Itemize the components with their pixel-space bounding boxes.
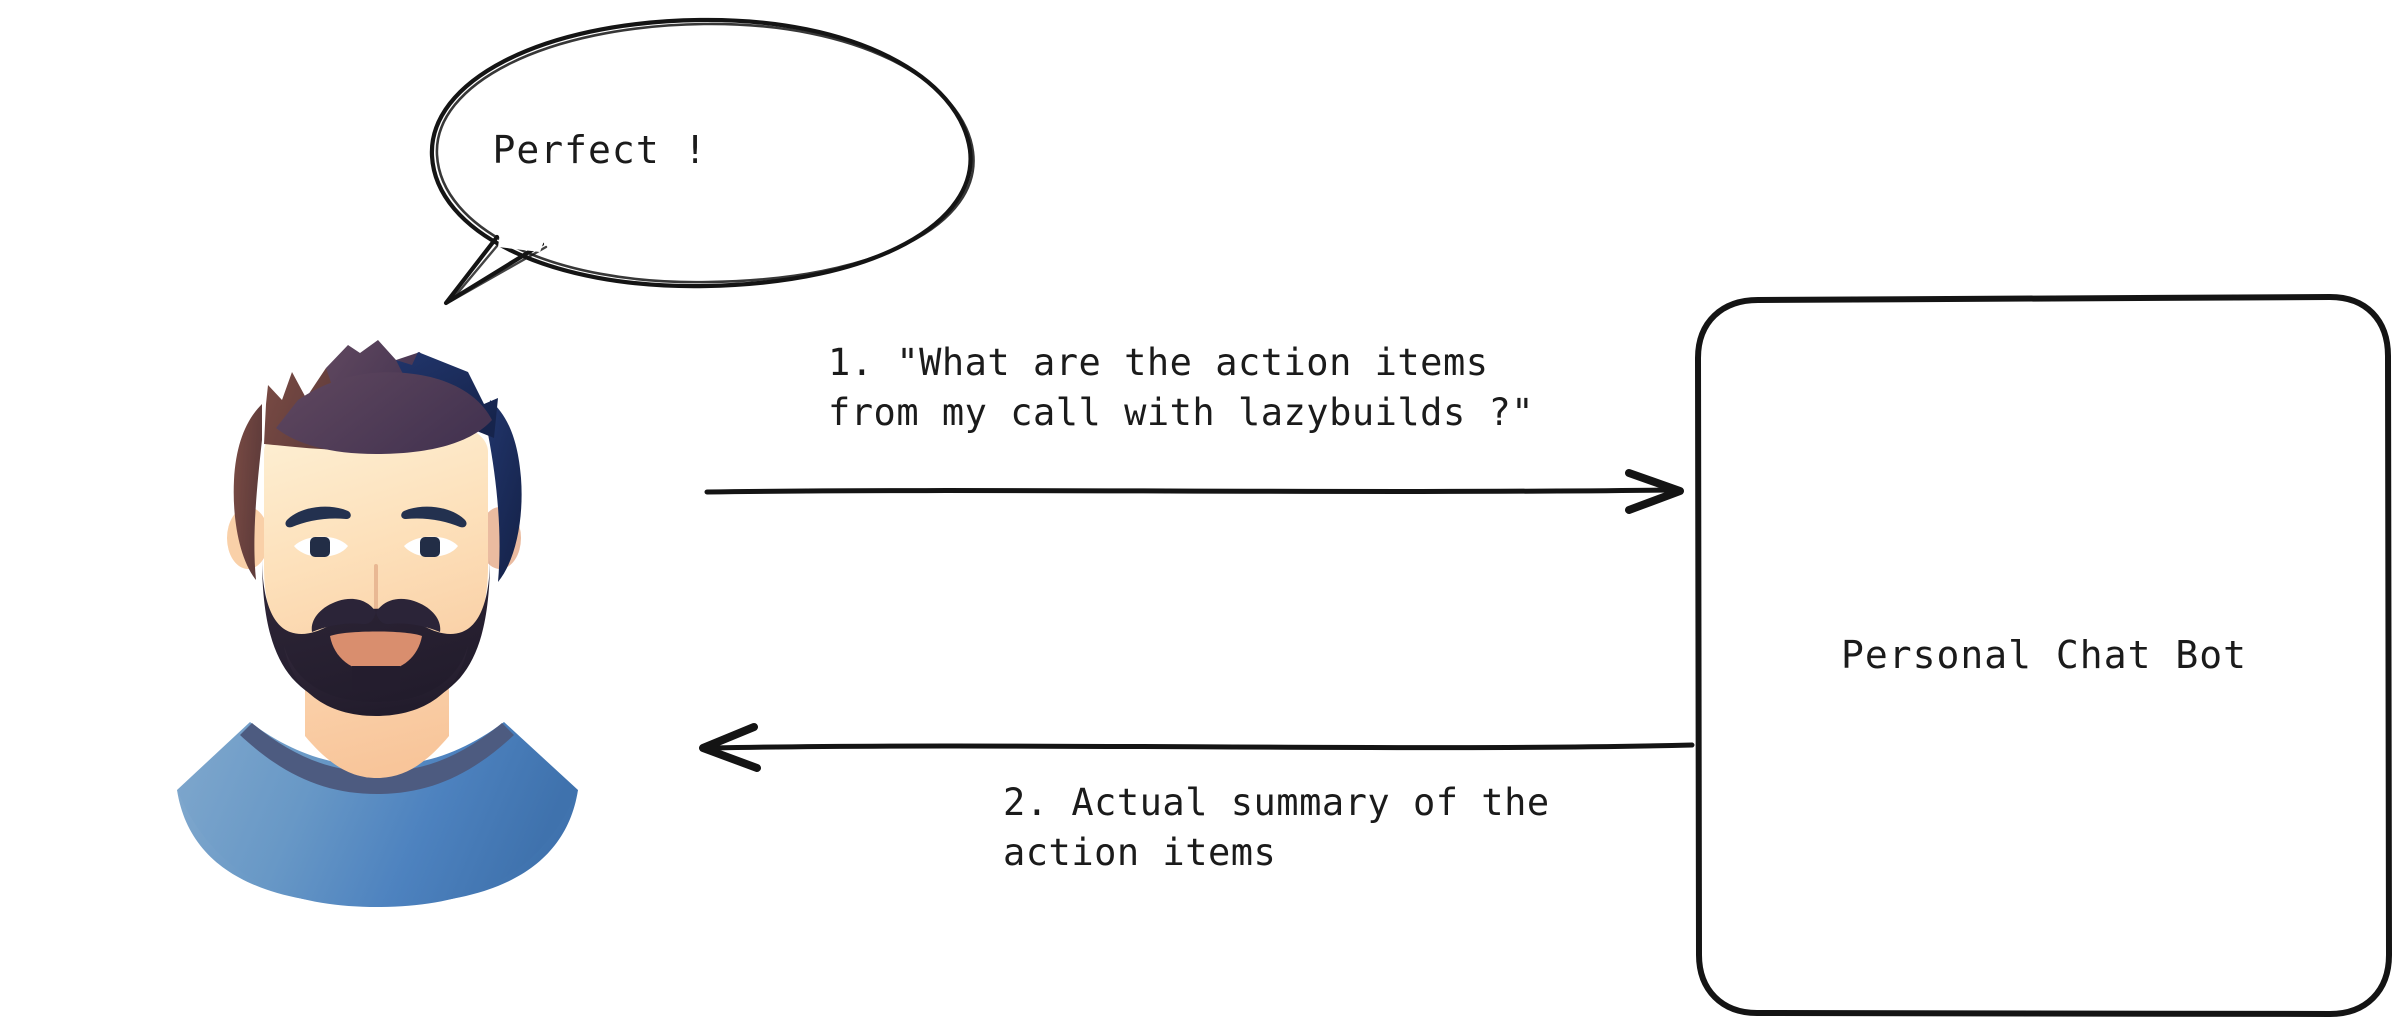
speech-bubble-tail-mask — [498, 233, 544, 252]
edge-response-label-line1: 2. Actual summary of the — [1003, 781, 1550, 824]
edge-request: 1. "What are the action items from my ca… — [704, 341, 1684, 514]
edge-request-line — [704, 487, 1675, 495]
shirt-fan — [177, 722, 578, 907]
speech-bubble-outline-sketch — [435, 22, 975, 284]
avatar-moustache — [311, 598, 441, 632]
avatar-lips — [330, 631, 422, 672]
edge-request-arrowhead — [1625, 469, 1684, 514]
shirt-collar — [240, 723, 514, 794]
avatar-hair-top-fringe — [276, 372, 492, 454]
avatar-eyebrow-left — [285, 506, 351, 528]
chat-bot-node-label: Personal Chat Bot — [1841, 633, 2247, 677]
avatar-beard-lower — [284, 646, 468, 716]
avatar-shirt — [177, 722, 578, 907]
chat-bot-node-outline — [1695, 294, 2392, 1017]
edge-response-line — [709, 742, 1695, 751]
avatar — [177, 340, 578, 907]
edge-request-label-line1: 1. "What are the action items — [828, 341, 1489, 384]
speech-bubble-label: Perfect ! — [493, 128, 708, 172]
edge-request-label-line2: from my call with lazybuilds ?" — [828, 391, 1534, 434]
edge-response: 2. Actual summary of the action items — [699, 723, 1695, 874]
avatar-eyebrow-right — [401, 506, 467, 528]
avatar-hair-back — [233, 404, 262, 580]
speech-bubble-tail-sketch — [449, 238, 548, 303]
avatar-pupil-left — [310, 537, 330, 557]
avatar-hair-back-right — [488, 400, 522, 582]
avatar-pupil-right — [420, 537, 440, 557]
speech-bubble-tail — [443, 234, 545, 306]
speech-bubble: Perfect ! — [429, 17, 975, 306]
chat-bot-node[interactable]: Personal Chat Bot — [1695, 294, 2392, 1017]
avatar-chin-patch — [352, 666, 400, 690]
edge-response-arrowhead — [699, 723, 761, 772]
edge-response-label-line2: action items — [1003, 831, 1276, 874]
